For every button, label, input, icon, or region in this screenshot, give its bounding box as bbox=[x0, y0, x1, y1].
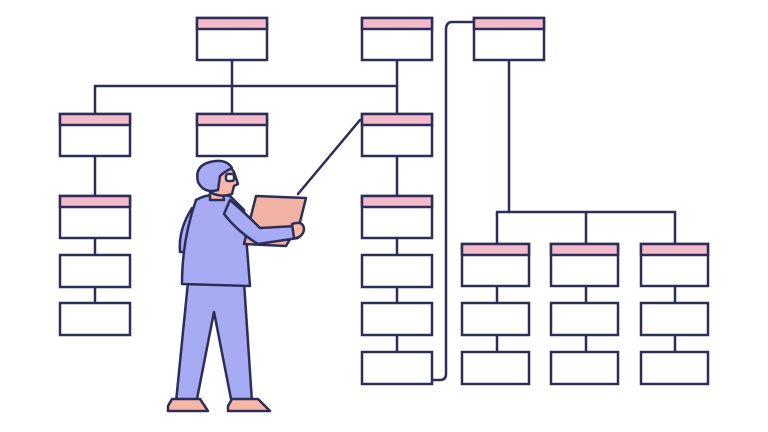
org-chart-box bbox=[360, 194, 434, 240]
org-chart-box bbox=[460, 242, 531, 288]
org-chart-box bbox=[58, 112, 132, 158]
org-chart-boxes bbox=[58, 16, 710, 386]
org-chart-box bbox=[360, 16, 434, 62]
person-hair bbox=[196, 159, 234, 193]
org-chart-box bbox=[195, 16, 269, 62]
org-chart-box-body bbox=[639, 301, 710, 337]
org-chart-box-body bbox=[460, 301, 531, 337]
org-chart-box bbox=[639, 350, 710, 386]
org-chart-box bbox=[58, 194, 132, 240]
org-chart-box bbox=[472, 16, 546, 62]
org-chart-box bbox=[549, 301, 620, 337]
person-right-shoe bbox=[226, 397, 272, 413]
org-chart-box bbox=[360, 112, 434, 158]
org-chart-box bbox=[639, 242, 710, 288]
org-chart-box bbox=[460, 301, 531, 337]
org-chart-box-body bbox=[58, 301, 132, 337]
org-chart-box-body bbox=[360, 350, 434, 386]
pointer-stick-icon bbox=[296, 118, 362, 196]
org-chart-box bbox=[639, 301, 710, 337]
connector-lines bbox=[93, 20, 677, 382]
org-chart-box-header bbox=[58, 194, 132, 209]
org-chart-box-header bbox=[195, 112, 269, 127]
org-chart-box-header bbox=[639, 242, 710, 257]
org-chart-box-body bbox=[549, 301, 620, 337]
org-chart-box bbox=[360, 350, 434, 386]
org-chart-box-body bbox=[460, 350, 531, 386]
org-chart-box bbox=[195, 112, 269, 158]
org-chart-box-body bbox=[360, 301, 434, 337]
org-chart-box-header bbox=[58, 112, 132, 127]
org-chart-box-body bbox=[360, 253, 434, 289]
org-chart-box bbox=[58, 301, 132, 337]
org-chart-box-header bbox=[195, 16, 269, 31]
org-chart-box-header bbox=[360, 112, 434, 127]
org-chart-box bbox=[460, 350, 531, 386]
person-legs bbox=[174, 280, 254, 406]
org-chart-box bbox=[549, 350, 620, 386]
person-left-shoe bbox=[166, 397, 210, 413]
glasses-icon bbox=[224, 172, 236, 183]
org-chart-box-body bbox=[549, 350, 620, 386]
org-chart-box bbox=[360, 253, 434, 289]
org-chart-box-body bbox=[639, 350, 710, 386]
person-hand bbox=[290, 221, 306, 240]
org-chart-box-body bbox=[58, 253, 132, 289]
org-chart-box-header bbox=[360, 16, 434, 31]
org-chart-box bbox=[58, 253, 132, 289]
org-chart-box-header bbox=[472, 16, 546, 31]
org-chart-box-header bbox=[460, 242, 531, 257]
org-chart-box bbox=[360, 301, 434, 337]
org-chart-box bbox=[549, 242, 620, 288]
org-chart-box-header bbox=[549, 242, 620, 257]
person-icon bbox=[166, 118, 362, 413]
connector-line bbox=[430, 20, 476, 382]
org-chart-box-header bbox=[360, 194, 434, 209]
